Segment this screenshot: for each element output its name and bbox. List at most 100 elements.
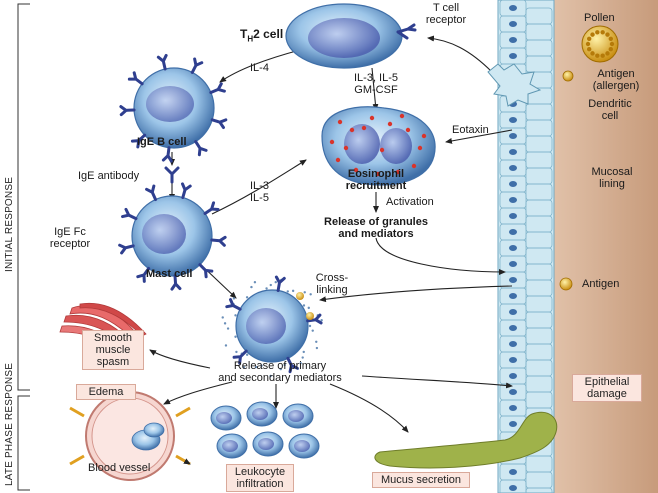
eosinophil-granule	[329, 139, 335, 145]
mediator-granule	[224, 344, 228, 347]
mediator-granule	[303, 291, 306, 294]
epithelial-nucleus	[509, 357, 517, 363]
arrow-dendritic-to-th2	[427, 35, 493, 73]
eosinophil-granule	[335, 157, 341, 163]
antigen-allergen-label: Antigen (allergen)	[592, 68, 640, 92]
mediator-granule	[302, 304, 306, 307]
mediator-granule	[260, 364, 263, 367]
late-phase-label: LATE PHASE RESPONSE	[4, 362, 15, 486]
ige-receptor	[161, 146, 173, 163]
mucosal-lining-label: Mucosal lining	[591, 166, 633, 190]
arrow-th2-to-eosinophil	[371, 67, 379, 111]
leukocyte-nucleus	[252, 408, 268, 420]
eosinophil-granule	[353, 167, 359, 173]
epithelial-nucleus	[509, 197, 517, 203]
ige-receptor	[136, 266, 151, 283]
leukocyte-nucleus	[294, 440, 310, 452]
epithelial-nucleus	[509, 325, 517, 331]
arrow-th2-to-igeb	[219, 49, 301, 83]
mediator-granule	[254, 365, 258, 369]
arrow-mast-to-eosinophil	[211, 159, 307, 215]
degranulating-mast-cell	[221, 275, 323, 378]
activation-label: Activation	[386, 196, 434, 208]
mediator-granule	[315, 340, 318, 343]
pollen-spike	[605, 51, 610, 56]
mediator-granule	[221, 316, 224, 319]
mediator-granule	[265, 287, 268, 290]
ige-receptor	[121, 207, 138, 221]
arrow-to-mucus	[329, 383, 409, 433]
th2-cell	[285, 3, 417, 69]
epithelial-nucleus	[509, 293, 517, 299]
epithelial-damage-box: Epithelial damage	[572, 374, 642, 402]
mediator-granule	[234, 335, 237, 338]
mediator-granule	[315, 346, 319, 350]
mediator-granule	[320, 319, 323, 322]
ige-receptor	[225, 298, 242, 311]
release-granules-label: Release of granules and mediators	[324, 216, 428, 240]
epithelial-nucleus	[509, 421, 517, 427]
mediator-granule	[291, 289, 295, 293]
pollen-spike	[585, 41, 591, 47]
ige-receptor	[210, 118, 228, 129]
leukocyte-infiltration-box: Leukocyte infiltration	[226, 464, 294, 492]
arrow-antigen-to-mastcell	[319, 285, 513, 303]
eosinophil	[321, 106, 436, 186]
ige-fc-receptor-label: IgE Fc receptor	[49, 226, 91, 250]
ige-antibody-label: IgE antibody	[78, 170, 140, 182]
mediator-granule	[299, 362, 302, 365]
epithelial-nucleus	[509, 37, 517, 43]
mediator-granule	[250, 285, 253, 289]
mediator-granule	[269, 374, 272, 378]
leukocytes	[210, 401, 320, 459]
mediator-granule	[234, 314, 237, 317]
epithelial-nucleus	[509, 229, 517, 235]
pollen-spike	[595, 30, 600, 35]
pollen-spike	[595, 53, 600, 58]
arrows	[149, 35, 513, 433]
pollen-spike	[600, 30, 605, 35]
mediator-granule	[274, 280, 277, 284]
ige-b-cell-label: IgE B cell	[137, 136, 187, 148]
arrow-eotaxin	[445, 129, 513, 144]
il3-il5-gmcsf-label: IL-3, IL-5 GM-CSF	[353, 72, 399, 96]
mediator-granule	[245, 296, 249, 299]
eosinophil-granule	[395, 169, 401, 175]
leukocyte-nucleus	[288, 410, 304, 422]
pollen-spike	[590, 51, 595, 56]
eosinophil-granule	[417, 145, 423, 151]
ige-receptor	[286, 356, 299, 374]
mediator-granule	[307, 306, 310, 310]
arrow-to-epithelial-damage	[361, 375, 513, 389]
eosinophil-granule	[369, 115, 375, 121]
blood-vessel-label: Blood vessel	[88, 462, 151, 474]
edema-box: Edema	[76, 384, 136, 400]
mediator-granule	[283, 363, 286, 367]
epithelial-nucleus	[509, 165, 517, 171]
ige-receptor	[306, 313, 323, 325]
mediator-granule	[245, 353, 249, 356]
arrow-to-vessel	[163, 381, 233, 405]
mediator-granule	[308, 324, 312, 328]
submucosal-tissue	[548, 0, 658, 493]
mediator-granule	[286, 290, 289, 293]
epithelial-nucleus	[509, 261, 517, 267]
phase-brackets	[17, 3, 30, 491]
mast-cell	[118, 182, 227, 291]
blood-vessel	[69, 391, 190, 481]
ige-receptor	[209, 82, 226, 94]
arrow-granules-to-lining	[375, 237, 506, 275]
mediator-granule	[269, 283, 272, 287]
pollen-spike	[609, 41, 615, 47]
leukocyte-nucleus	[258, 438, 274, 450]
epithelial-nucleus	[509, 5, 517, 11]
mediator-granule	[301, 356, 304, 359]
leukocyte-nucleus	[216, 412, 232, 424]
arrow-to-smooth-muscle	[149, 349, 211, 369]
mediator-granule	[235, 350, 238, 354]
mediator-granule	[302, 350, 305, 354]
leukocyte-nucleus	[222, 440, 238, 452]
pollen-label: Pollen	[584, 12, 615, 24]
epithelial-nucleus	[509, 53, 517, 59]
smooth-muscle-spasm-box: Smooth muscle spasm	[82, 330, 144, 370]
